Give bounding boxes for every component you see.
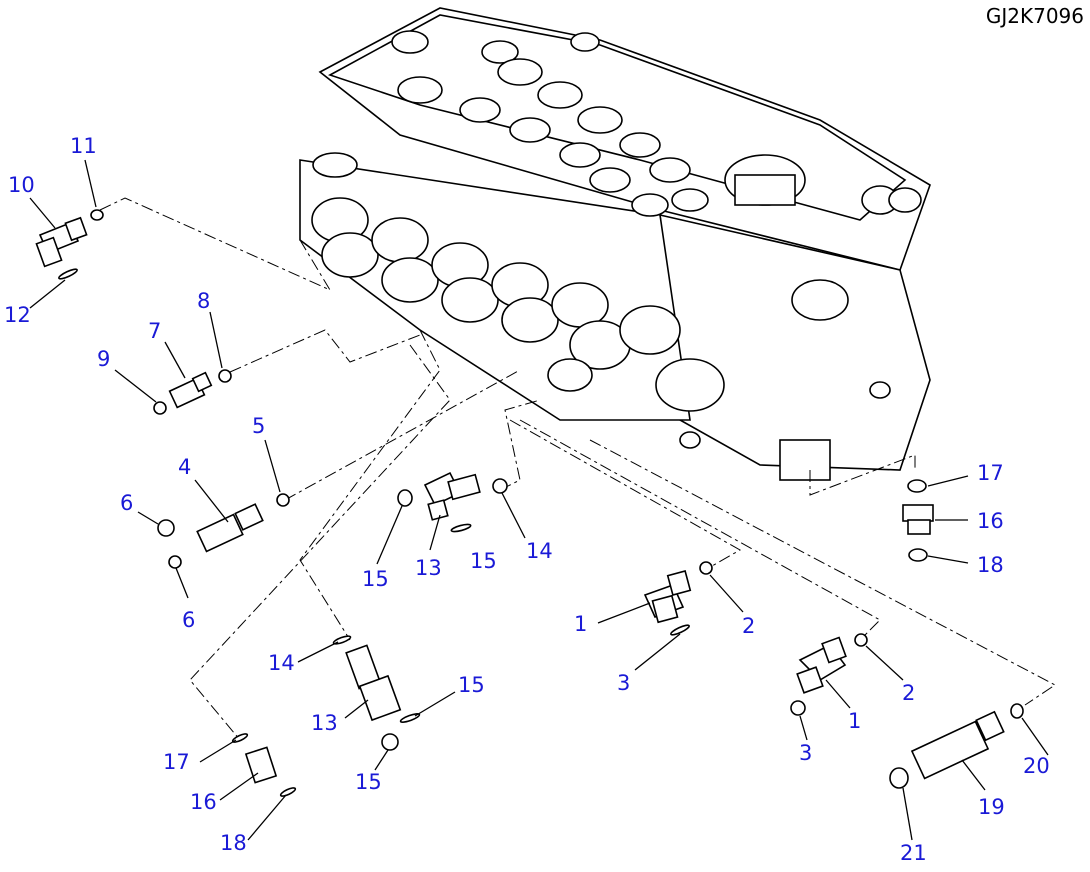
o-ring-5 <box>276 493 290 507</box>
fitting-13b <box>345 644 402 722</box>
callout-18b: 18 <box>220 831 247 855</box>
o-ring-11 <box>90 209 104 221</box>
callout-9: 9 <box>97 347 110 371</box>
callout-19: 19 <box>978 795 1005 819</box>
callout-21: 21 <box>900 841 927 865</box>
control-valve-body <box>299 7 931 481</box>
elbow-fitting-1b <box>796 636 847 694</box>
o-ring-15b <box>450 523 472 533</box>
o-ring-6b <box>168 555 182 569</box>
callout-3a: 3 <box>617 671 630 695</box>
o-ring-14a <box>492 478 508 494</box>
adapter-16a <box>902 504 934 535</box>
o-ring-20 <box>1010 703 1024 719</box>
callout-4: 4 <box>178 455 191 479</box>
o-ring-21 <box>889 767 909 789</box>
elbow-fitting-13a <box>423 471 481 521</box>
callout-numbers: 11 10 12 8 7 9 5 4 6 6 15 13 15 14 14 15… <box>4 134 1050 865</box>
callout-leaders <box>29 159 1049 841</box>
connector-7 <box>168 371 213 409</box>
o-ring-3b <box>790 700 806 716</box>
connector-4 <box>196 503 264 553</box>
o-ring-17a <box>907 479 927 493</box>
callout-2b: 2 <box>902 681 915 705</box>
callout-1a: 1 <box>574 612 587 636</box>
callout-6b: 6 <box>182 608 195 632</box>
callout-14b: 14 <box>268 651 295 675</box>
callout-6a: 6 <box>120 491 133 515</box>
callout-16b: 16 <box>190 790 217 814</box>
o-ring-2a <box>699 561 713 575</box>
callout-11: 11 <box>70 134 97 158</box>
o-ring-15a <box>397 489 413 507</box>
o-ring-17b <box>231 733 249 743</box>
o-ring-18b <box>279 787 297 797</box>
callout-5: 5 <box>252 414 265 438</box>
o-ring-18a <box>908 548 928 562</box>
callout-13a: 13 <box>415 556 442 580</box>
callout-3b: 3 <box>799 741 812 765</box>
callout-15b: 15 <box>470 549 497 573</box>
fitting-19 <box>910 710 1005 780</box>
o-ring-2b <box>854 633 868 647</box>
callout-7: 7 <box>148 319 161 343</box>
o-ring-15d <box>381 733 399 751</box>
callout-14a: 14 <box>526 539 553 563</box>
o-ring-6a <box>157 519 175 537</box>
o-ring-15c <box>399 713 421 723</box>
elbow-fitting-1a <box>643 570 692 624</box>
callout-17a: 17 <box>977 461 1004 485</box>
callout-15a: 15 <box>362 567 389 591</box>
callout-15d: 15 <box>355 770 382 794</box>
callout-15c: 15 <box>458 673 485 697</box>
diagram-id: GJ2K7096 <box>985 4 1084 28</box>
callout-16a: 16 <box>977 509 1004 533</box>
assembly-lines <box>99 197 1056 741</box>
elbow-fitting-10 <box>35 216 88 268</box>
callout-18a: 18 <box>977 553 1004 577</box>
o-ring-8 <box>218 369 232 383</box>
callout-2a: 2 <box>742 614 755 638</box>
callout-8: 8 <box>197 289 210 313</box>
callout-13b: 13 <box>311 711 338 735</box>
callout-12: 12 <box>4 303 31 327</box>
callout-10: 10 <box>8 173 35 197</box>
callout-20: 20 <box>1023 754 1050 778</box>
o-ring-12 <box>58 268 78 280</box>
callout-17b: 17 <box>163 750 190 774</box>
o-ring-3a <box>670 624 690 636</box>
o-ring-9 <box>153 401 167 415</box>
adapter-16b <box>244 746 278 784</box>
callout-1b: 1 <box>848 709 861 733</box>
